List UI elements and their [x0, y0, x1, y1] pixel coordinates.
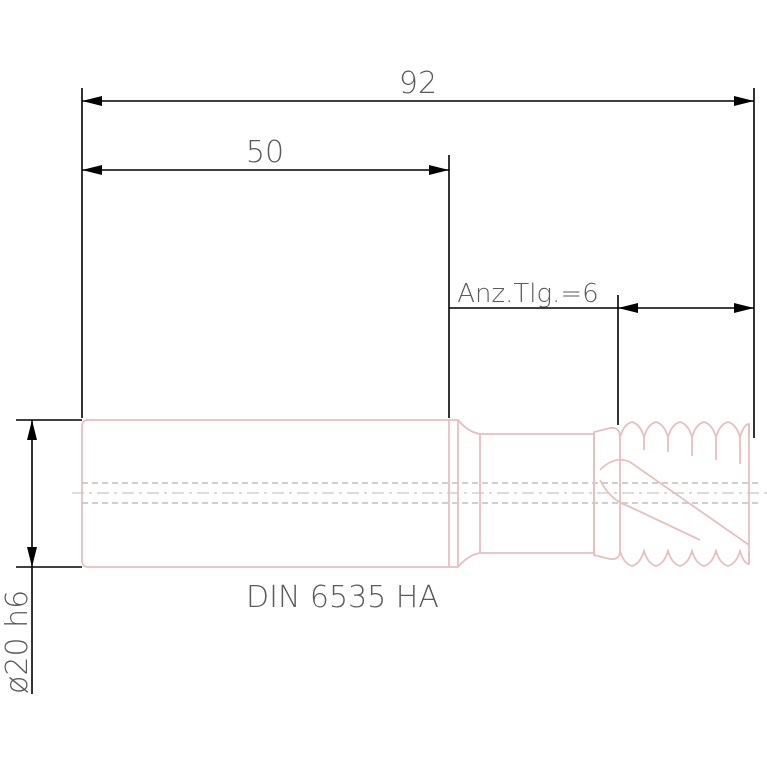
- diameter-dimension: ø20 h6: [0, 419, 82, 694]
- thread-profile-top: [619, 421, 750, 441]
- shank-body: [81, 419, 450, 568]
- flute-helix: [599, 458, 750, 546]
- overall-length-label: 92: [399, 66, 437, 101]
- end-mill-part: [72, 419, 767, 568]
- diameter-label: ø20 h6: [0, 590, 35, 694]
- thread-profile-bottom: [619, 547, 750, 567]
- cutting-length-dimension: Anz.Tlg.=6: [449, 279, 754, 425]
- overall-right-arrow: [734, 96, 754, 106]
- teeth-count-label: Anz.Tlg.=6: [457, 279, 598, 309]
- shank-length-dimension: 50: [82, 135, 450, 418]
- overall-length-dimension: 92: [81, 66, 755, 438]
- cutting-right-arrow: [734, 303, 754, 313]
- overall-left-arrow: [82, 96, 102, 106]
- diameter-bottom-arrow: [27, 547, 37, 567]
- shank-length-label: 50: [246, 135, 284, 170]
- shank-right-arrow: [429, 165, 449, 175]
- cutting-left-arrow: [618, 303, 638, 313]
- standard-label: DIN 6535 HA: [246, 580, 439, 615]
- shank-left-arrow: [82, 165, 102, 175]
- diameter-top-arrow: [27, 420, 37, 440]
